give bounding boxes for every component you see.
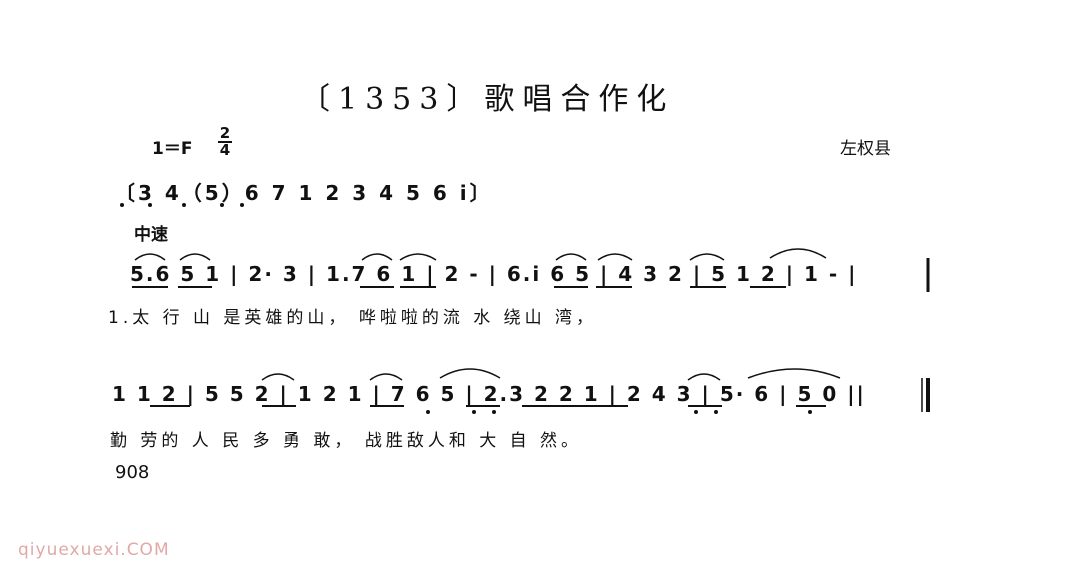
melody-line-1: 5.6 5 1 | 2· 3 | 1.7 6 1 | 2 - | 6.i 6 5…	[130, 262, 858, 286]
slur	[769, 248, 827, 259]
octave-dot	[182, 203, 186, 207]
origin-label: 左权县	[840, 139, 891, 159]
key-signature: 1＝F	[152, 139, 193, 159]
slur	[261, 373, 295, 381]
octave-dot	[714, 410, 718, 414]
octave-dot	[808, 410, 812, 414]
octave-dot	[426, 410, 430, 414]
meter-denominator: 4	[219, 141, 231, 159]
scale-line: 〔3 4（5）6 7 1 2 3 4 5 6 i〕	[115, 181, 493, 205]
slur	[439, 368, 501, 379]
lyrics-line-1: 1.太 行 山 是英雄的山， 哗啦啦的流 水 绕山 湾，	[108, 308, 598, 328]
page-title: 〔1353〕歌唱合作化	[300, 82, 675, 117]
slur	[689, 253, 725, 261]
octave-dot	[472, 410, 476, 414]
slur	[747, 368, 841, 379]
slur	[369, 373, 403, 381]
slur	[179, 253, 211, 261]
melody-line-2: 1 1 2 | 5 5 2 | 1 2 1 | 7 6 5 | 2.3 2 2 …	[112, 382, 866, 406]
octave-dot	[694, 410, 698, 414]
meter-divider	[218, 141, 232, 143]
slur	[555, 253, 587, 261]
slur	[597, 253, 633, 261]
slur	[134, 253, 166, 261]
slur	[361, 253, 393, 261]
slur	[687, 373, 721, 381]
watermark: qiyuexuexi.COM	[18, 540, 170, 560]
octave-dot	[120, 203, 124, 207]
meter-numerator: 2	[219, 124, 231, 142]
octave-dot	[492, 410, 496, 414]
tempo-marking: 中速	[134, 225, 168, 245]
octave-dot	[148, 203, 152, 207]
time-signature: 2 4	[218, 126, 232, 158]
octave-dot	[220, 203, 224, 207]
slur	[399, 253, 437, 261]
octave-dot	[240, 203, 244, 207]
lyrics-line-2: 勤 劳的 人 民 多 勇 敢， 战胜敌人和 大 自 然。	[110, 431, 583, 451]
page-number: 908	[115, 462, 150, 483]
